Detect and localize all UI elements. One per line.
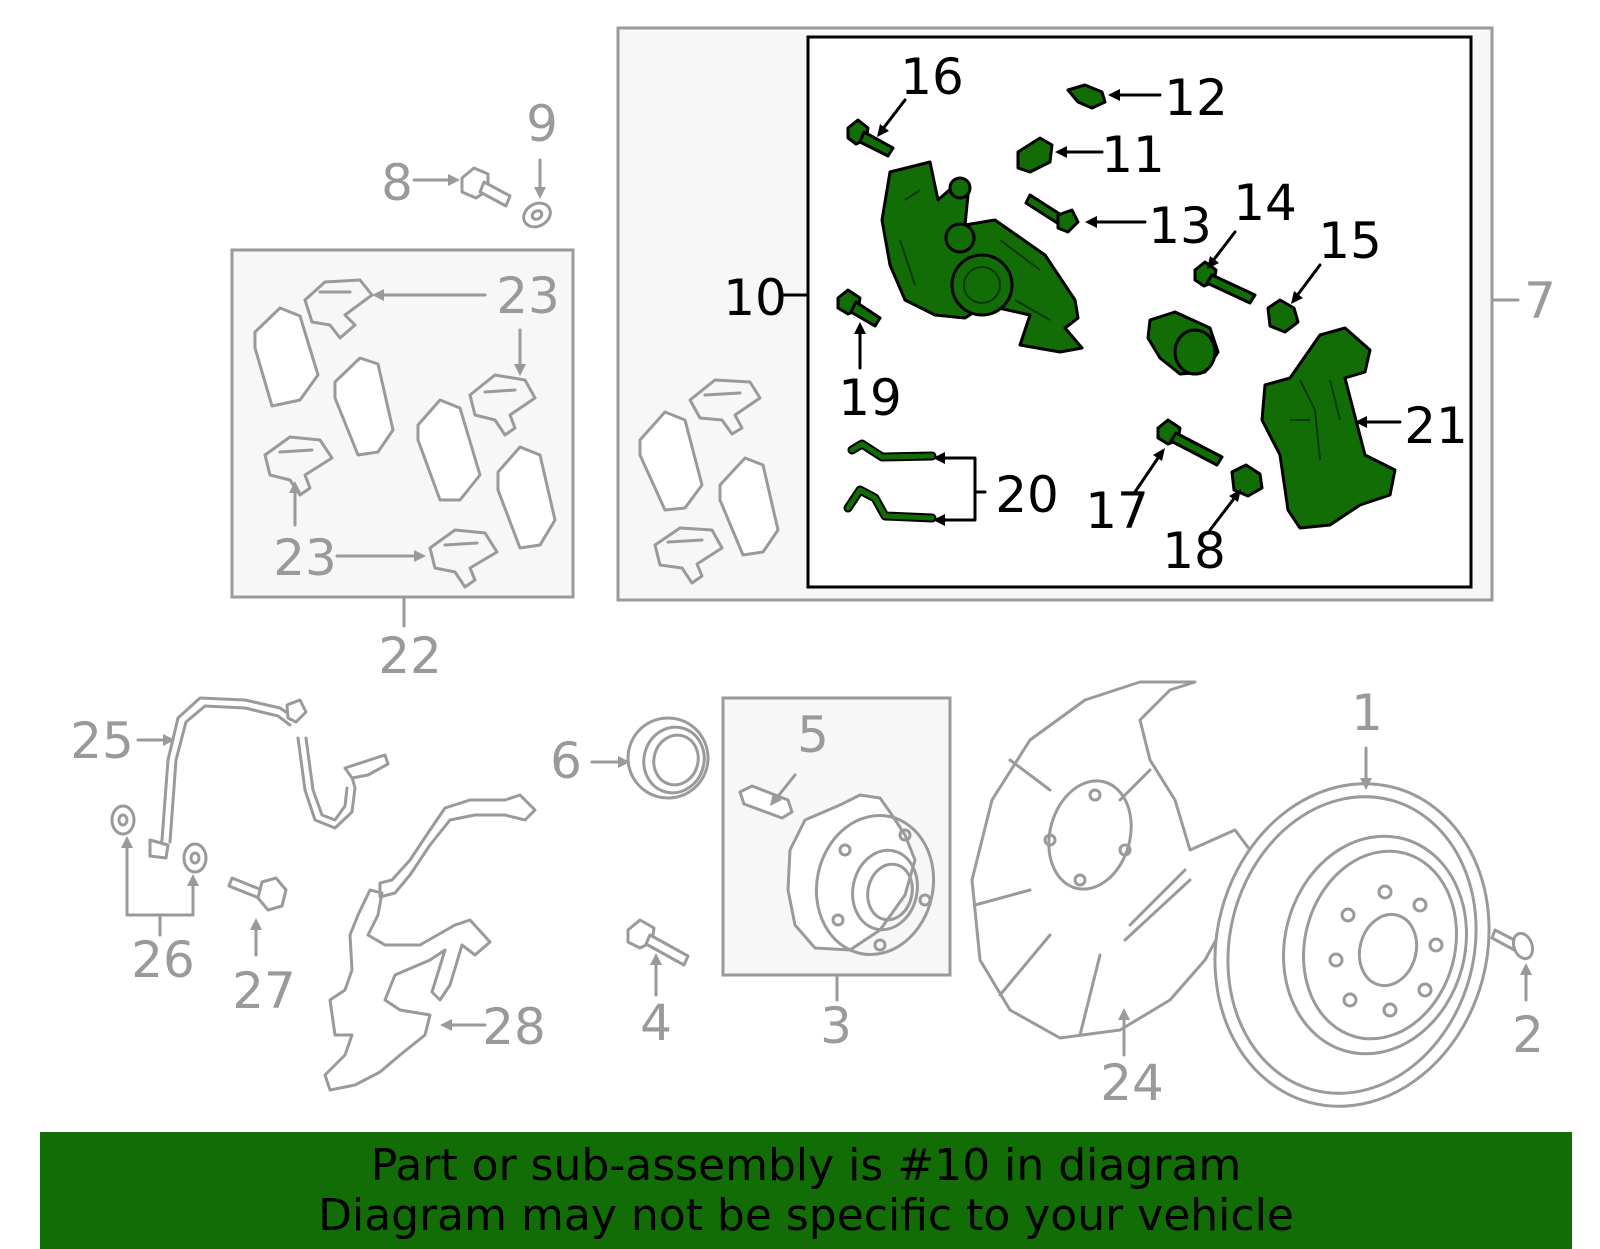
shield-24-group [970, 680, 1252, 1057]
rotor-1-group [1213, 746, 1491, 1108]
label-15: 15 [1318, 212, 1382, 270]
boot-15-shape [1266, 298, 1300, 334]
label-27: 27 [232, 962, 296, 1020]
label-11: 11 [1101, 126, 1165, 184]
label-2: 2 [1512, 1006, 1544, 1064]
bolt-4-group [626, 918, 690, 997]
label-16: 16 [900, 48, 964, 106]
clip-20-shapes [843, 439, 937, 523]
caliper-body-10 [880, 160, 1084, 354]
guide-pin-17-shape [1156, 418, 1224, 467]
label-19: 19 [838, 369, 902, 427]
label-8: 8 [381, 154, 413, 212]
washer-9-group [522, 158, 552, 229]
label-12: 12 [1164, 69, 1228, 127]
piston-shape [1146, 310, 1220, 376]
label-1: 1 [1351, 684, 1383, 742]
label-3: 3 [820, 997, 852, 1055]
brake-pad-shape [253, 306, 320, 408]
label-6: 6 [550, 732, 582, 790]
label-5: 5 [797, 706, 829, 764]
brake-pad-shape [416, 398, 482, 502]
washers-26-group [110, 804, 208, 937]
box-22-pad-kit [230, 248, 575, 628]
pad-clip-shape [468, 373, 537, 437]
label-9: 9 [526, 95, 558, 153]
box-3-hub [721, 696, 952, 1002]
label-22: 22 [378, 627, 442, 685]
label-4: 4 [640, 994, 672, 1052]
bolt-16-shape [846, 118, 895, 158]
brake-pad-shape [496, 445, 557, 550]
caliper-bracket-21 [1260, 326, 1397, 530]
bearing-6-group [590, 716, 710, 800]
screw-2-group [1490, 928, 1535, 1002]
part-number-labels: 1 2 3 4 5 6 7 8 9 10 11 12 13 14 15 16 1… [70, 48, 1556, 1112]
label-13: 13 [1148, 197, 1212, 255]
bolt-19-shape [836, 288, 882, 328]
bolt-27-group [227, 876, 288, 957]
label-14: 14 [1233, 174, 1297, 232]
banner-line-1: Part or sub-assembly is #10 in diagram [370, 1139, 1242, 1191]
label-21: 21 [1404, 397, 1468, 455]
label-18: 18 [1162, 522, 1226, 580]
sensor-25-group [136, 696, 390, 860]
label-25: 25 [70, 712, 134, 770]
brake-pad-shape [333, 356, 395, 457]
label-23a: 23 [496, 267, 560, 325]
label-23b: 23 [273, 529, 337, 587]
info-banner: Part or sub-assembly is #10 in diagram D… [40, 1132, 1572, 1249]
bleeder-cap-11-shape [1016, 136, 1054, 174]
bleeder-screw-13-shape [1024, 193, 1080, 234]
boot-18-shape [1230, 463, 1264, 498]
label-24: 24 [1100, 1054, 1164, 1112]
label-17: 17 [1085, 482, 1149, 540]
guide-pin-14-shape [1193, 260, 1257, 305]
label-28: 28 [482, 998, 546, 1056]
label-20: 20 [995, 466, 1059, 524]
label-7: 7 [1524, 272, 1556, 330]
pad-clip-shape [428, 528, 499, 589]
banner-line-2: Diagram may not be specific to your vehi… [318, 1189, 1294, 1241]
cap-12-shape [1066, 83, 1107, 110]
pad-clip-shape [263, 435, 334, 497]
pad-clip-shape [303, 278, 374, 340]
black-leaders [854, 89, 1402, 532]
label-10: 10 [723, 269, 787, 327]
bracket-28-group [323, 793, 537, 1092]
bolt-8-group [412, 166, 512, 208]
label-26: 26 [131, 931, 195, 989]
